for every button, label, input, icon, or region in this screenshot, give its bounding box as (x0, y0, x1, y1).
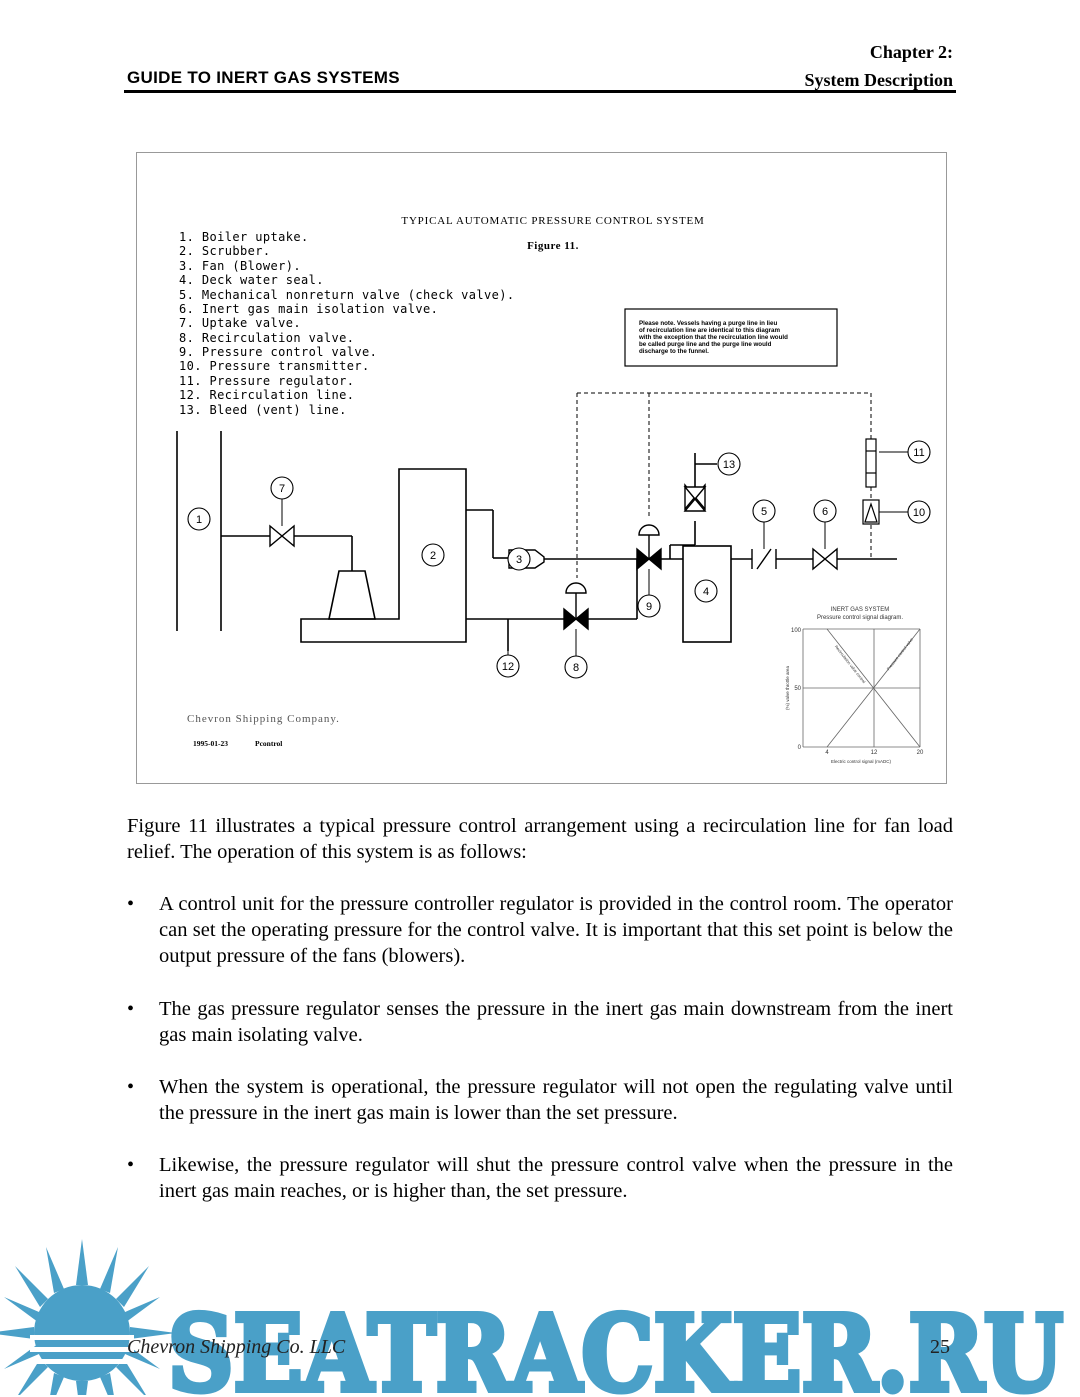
valve-9 (636, 524, 662, 571)
inset-line-label: Recirculation valve control (834, 644, 867, 684)
note-line: be called purge line and the purge line … (639, 341, 772, 348)
note-line: Please note. Vessels having a purge line… (639, 320, 777, 327)
callout-markers (187, 440, 931, 679)
watermark: SEATRACKER.RU SEATRACKER.RU (0, 1239, 1066, 1395)
note-line: with the exception that the recirculatio… (638, 334, 788, 341)
pressure-transmitter-10 (862, 499, 880, 525)
valve-13 (683, 483, 707, 512)
legend-item: 11. Pressure regulator. (179, 374, 354, 388)
callout-8: 8 (573, 662, 579, 674)
drawing-date: 1995-01-23 (193, 739, 228, 748)
bullet-text: Likewise, the pressure regulator will sh… (159, 1154, 953, 1202)
bullet-item: • The gas pressure regulator senses the … (127, 996, 953, 1048)
inset-line-label: Pressure control valve (886, 636, 915, 671)
piping (176, 431, 897, 651)
legend-item: 3. Fan (Blower). (179, 259, 301, 273)
legend-item: 8. Recirculation valve. (179, 331, 354, 345)
company-stamp: Chevron Shipping Company. (187, 713, 340, 725)
legend-item: 5. Mechanical nonreturn valve (check val… (179, 288, 514, 302)
callout-3: 3 (516, 554, 522, 566)
inset-xlabel: Electric control signal (mADC) (831, 759, 892, 764)
legend-item: 2. Scrubber. (179, 244, 271, 258)
intro-paragraph: Figure 11 illustrates a typical pressure… (127, 815, 953, 863)
callout-13: 13 (723, 459, 735, 471)
inset-subtitle: Pressure control signal diagram. (817, 615, 903, 621)
signal-lines (576, 392, 872, 578)
valve-7 (269, 524, 295, 548)
inset-ylabel: (%) valve throttle area (785, 666, 790, 711)
signal-diagram-inset: INERT GAS SYSTEM Pressure control signal… (785, 607, 924, 764)
bullet-text: A control unit for the pressure controll… (159, 893, 953, 967)
bullet-item: • Likewise, the pressure regulator will … (127, 1152, 953, 1204)
inset-ytick: 0 (798, 745, 802, 751)
figure-caption: Figure 11. (527, 240, 579, 252)
bullet-icon: • (127, 893, 135, 915)
callout-7: 7 (279, 483, 285, 495)
legend-item: 9. Pressure control valve. (179, 345, 377, 359)
legend-item: 1. Boiler uptake. (179, 230, 309, 244)
valve-8 (563, 582, 589, 631)
bullet-icon: • (127, 998, 135, 1020)
footer-company: Chevron Shipping Co. LLC (127, 1336, 346, 1358)
bullet-text: When the system is operational, the pres… (159, 1076, 953, 1124)
callout-6: 6 (822, 506, 828, 518)
legend-item: 12. Recirculation line. (179, 388, 354, 402)
bullet-icon: • (127, 1154, 135, 1176)
legend: 1. Boiler uptake. 2. Scrubber. 3. Fan (B… (179, 230, 514, 417)
callout-labels: 1 2 3 4 5 6 7 8 9 10 11 12 13 (196, 447, 925, 674)
callout-4: 4 (703, 586, 709, 598)
chapter-label: Chapter 2: (869, 42, 953, 62)
callout-11: 11 (913, 447, 924, 459)
drawing-file: Pcontrol (255, 739, 282, 748)
section-label: System Description (804, 70, 953, 90)
pressure-regulator-11 (865, 438, 877, 488)
callout-12: 12 (502, 661, 514, 673)
legend-item: 13. Bleed (vent) line. (179, 403, 347, 417)
legend-item: 4. Deck water seal. (179, 273, 324, 287)
sun-logo-icon (0, 1239, 176, 1395)
inset-xtick: 20 (917, 750, 924, 756)
note-text: Please note. Vessels having a purge line… (638, 320, 788, 355)
bullet-icon: • (127, 1076, 135, 1098)
inset-title: INERT GAS SYSTEM (831, 607, 889, 613)
callout-9: 9 (646, 601, 652, 613)
callout-1: 1 (196, 514, 202, 526)
inset-ytick: 50 (794, 686, 801, 692)
inset-ytick: 100 (791, 628, 802, 634)
callout-leaders (281, 451, 908, 657)
legend-item: 10. Pressure transmitter. (179, 359, 370, 373)
valve-6 (812, 547, 838, 571)
valve-5-check (751, 548, 777, 570)
inset-xtick: 4 (825, 750, 829, 756)
header-rule (124, 90, 956, 93)
callout-10: 10 (913, 507, 925, 519)
figure-title: TYPICAL AUTOMATIC PRESSURE CONTROL SYSTE… (401, 215, 704, 227)
figure-11-diagram: TYPICAL AUTOMATIC PRESSURE CONTROL SYSTE… (136, 152, 947, 784)
bullet-text: The gas pressure regulator senses the pr… (159, 998, 953, 1046)
document-title: GUIDE TO INERT GAS SYSTEMS (127, 68, 400, 87)
legend-item: 6. Inert gas main isolation valve. (179, 302, 438, 316)
inset-xtick: 12 (871, 750, 878, 756)
callout-2: 2 (430, 550, 436, 562)
note-line: discharge to the funnel. (639, 348, 709, 355)
note-line: of recirculation line are identical to t… (639, 327, 780, 334)
page-number: 25 (930, 1336, 950, 1358)
bullet-item: • A control unit for the pressure contro… (127, 891, 953, 969)
legend-item: 7. Uptake valve. (179, 316, 301, 330)
callout-5: 5 (761, 506, 767, 518)
bullet-item: • When the system is operational, the pr… (127, 1074, 953, 1126)
note-box (624, 308, 838, 367)
